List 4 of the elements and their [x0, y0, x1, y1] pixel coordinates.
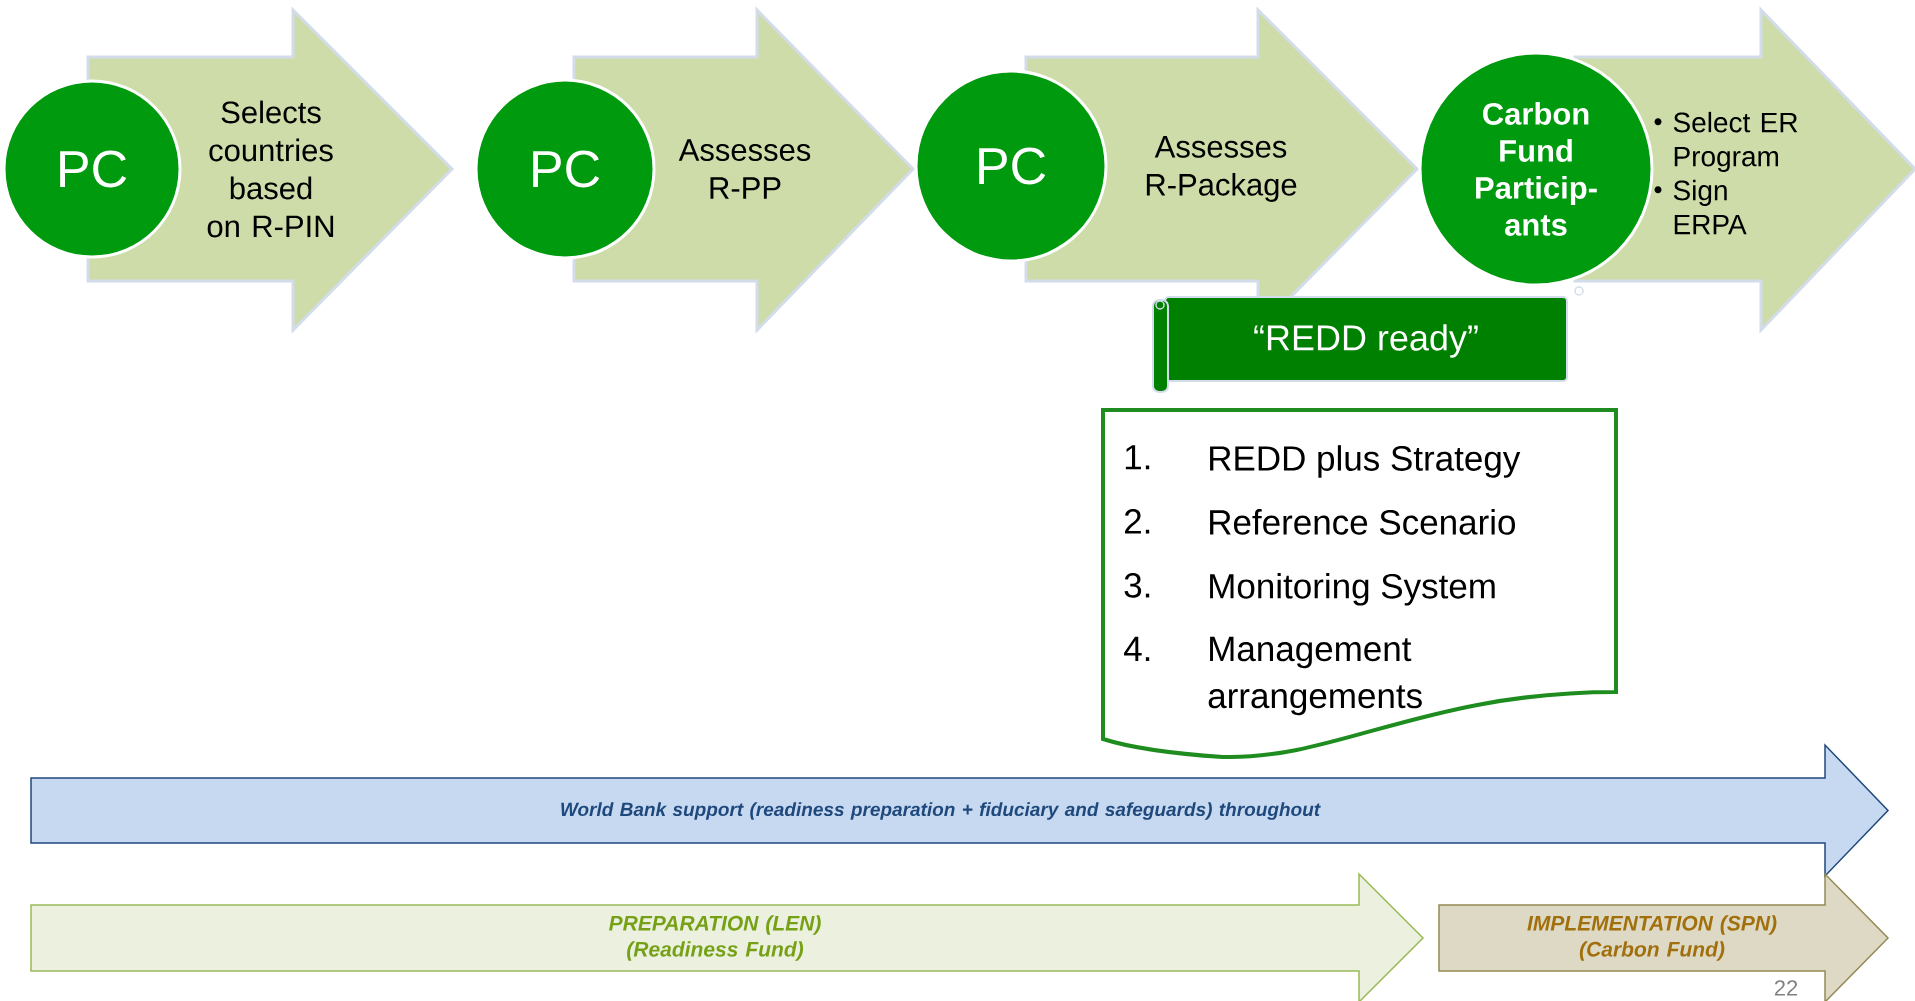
scroll-banner: “REDD ready” — [1152, 286, 1584, 393]
phase-band: PREPARATION (LEN) (Readiness Fund) — [30, 872, 1425, 1001]
support-band: World Bank support (readiness preparation + fiduciary and safeguards) throughout — [30, 743, 1890, 878]
page-number: 22 — [1774, 980, 1798, 996]
